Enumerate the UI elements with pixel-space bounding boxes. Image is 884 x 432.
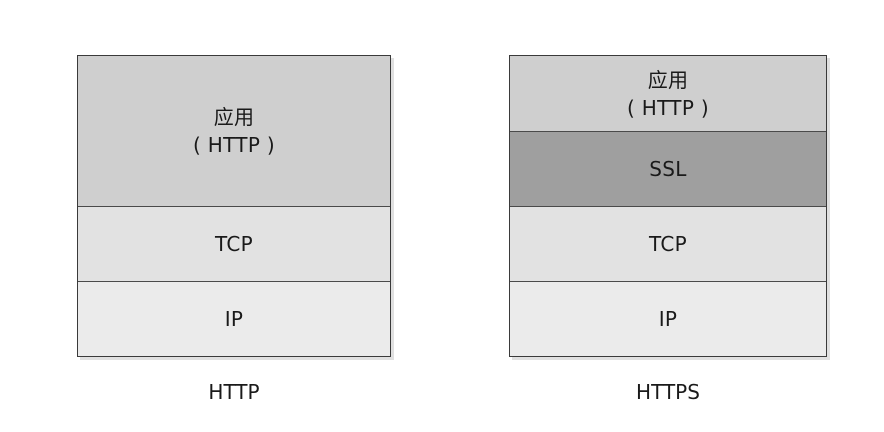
application-layer-name: 应用 bbox=[647, 67, 689, 92]
https-application-layer: 应用 ( HTTP ) bbox=[510, 56, 826, 131]
application-layer-name: 应用 bbox=[213, 105, 255, 129]
https-ssl-layer: SSL bbox=[510, 131, 826, 206]
http-application-layer: 应用 ( HTTP ) bbox=[78, 56, 390, 206]
ssl-layer-label: SSL bbox=[649, 157, 687, 181]
http-protocol-stack: 应用 ( HTTP ) TCP IP bbox=[77, 55, 391, 357]
https-ip-layer: IP bbox=[510, 281, 826, 355]
application-layer-protocol: ( HTTP ) bbox=[627, 95, 709, 120]
https-tcp-layer: TCP bbox=[510, 206, 826, 281]
https-protocol-stack: 应用 ( HTTP ) SSL TCP IP bbox=[509, 55, 827, 357]
https-stack-caption: HTTPS bbox=[636, 380, 700, 404]
tcp-layer-label: TCP bbox=[649, 232, 687, 256]
http-ip-layer: IP bbox=[78, 281, 390, 355]
tcp-layer-label: TCP bbox=[215, 232, 253, 256]
application-layer-protocol: ( HTTP ) bbox=[193, 133, 275, 157]
ip-layer-label: IP bbox=[658, 306, 678, 331]
http-tcp-layer: TCP bbox=[78, 206, 390, 281]
ip-layer-label: IP bbox=[224, 306, 244, 331]
http-stack-caption: HTTP bbox=[208, 380, 260, 404]
